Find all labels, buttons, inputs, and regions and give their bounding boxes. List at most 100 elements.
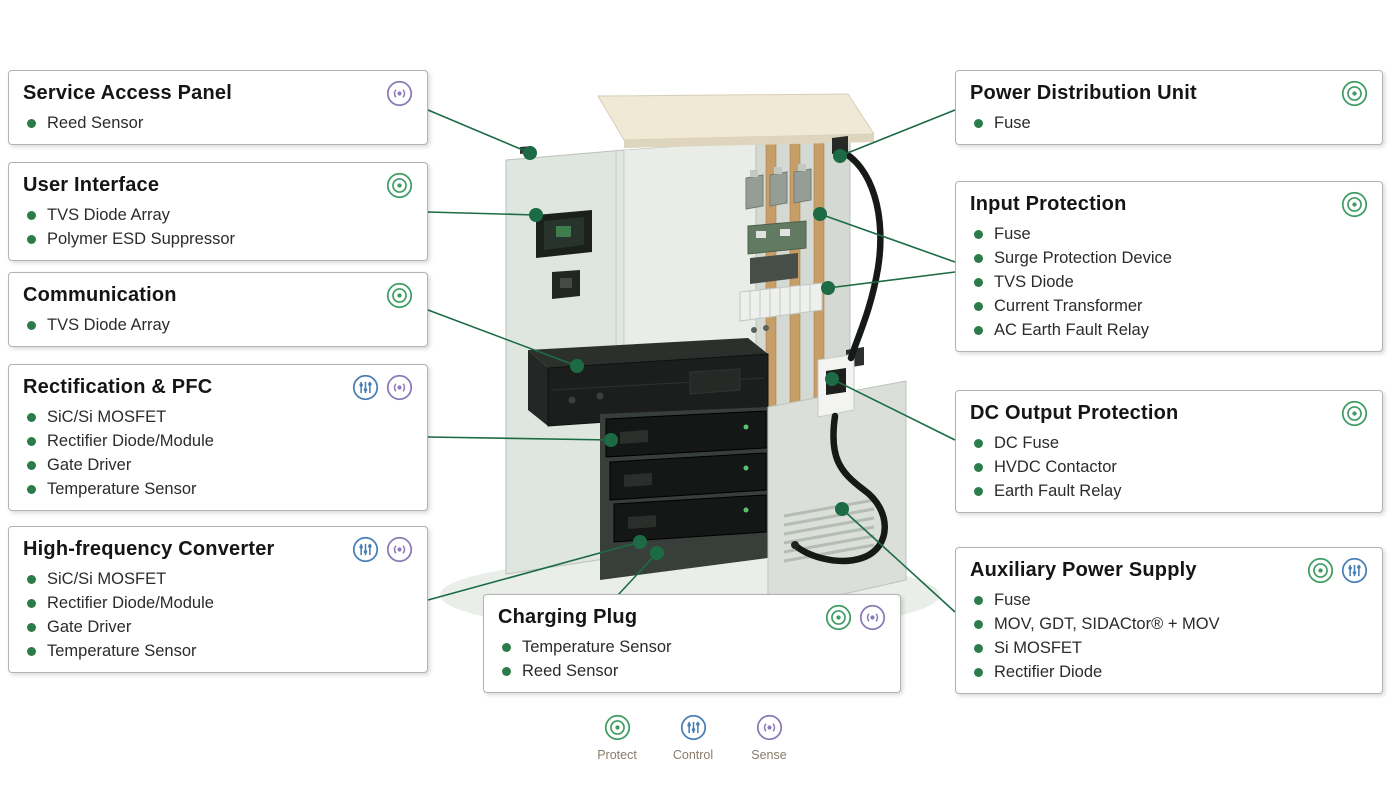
bullet-icon xyxy=(974,596,983,605)
bullet-icon xyxy=(974,668,983,677)
card-title: Service Access Panel xyxy=(23,82,232,104)
component-label: Rectifier Diode xyxy=(994,663,1103,681)
bullet-icon xyxy=(27,599,36,608)
connector-lines xyxy=(427,109,956,613)
card-title: User Interface xyxy=(23,174,160,196)
bullet-icon xyxy=(974,119,983,128)
bullet-icon xyxy=(502,643,511,652)
card-title: Rectification & PFC xyxy=(23,376,213,398)
card-power-distribution-unit: Power Distribution Unit Fuse xyxy=(955,70,1383,145)
card-title: Auxiliary Power Supply xyxy=(970,559,1197,581)
card-header: Charging Plug xyxy=(498,604,886,631)
component-label: Polymer ESD Suppressor xyxy=(47,230,235,248)
card-title: Power Distribution Unit xyxy=(970,82,1197,104)
sense-icon xyxy=(859,604,886,631)
card-header: User Interface xyxy=(23,172,413,199)
connector-dots xyxy=(523,146,849,560)
bullet-icon xyxy=(27,437,36,446)
card-charging-plug: Charging Plug Temperature Sensor Reed Se… xyxy=(483,594,901,693)
door-connector xyxy=(552,270,580,299)
sense-icon xyxy=(756,714,783,741)
card-badges xyxy=(386,80,413,107)
list-item: DC Fuse xyxy=(974,434,1368,453)
bullet-icon xyxy=(27,235,36,244)
list-item: Reed Sensor xyxy=(27,114,413,133)
protect-icon xyxy=(386,282,413,309)
list-item: Rectifier Diode/Module xyxy=(27,594,413,613)
component-label: Temperature Sensor xyxy=(47,480,197,498)
list-item: HVDC Contactor xyxy=(974,458,1368,477)
bullet-icon xyxy=(974,439,983,448)
legend-item-sense: Sense xyxy=(737,714,801,762)
card-header: Communication xyxy=(23,282,413,309)
protect-icon xyxy=(1307,557,1334,584)
card-service-access-panel: Service Access Panel Reed Sensor xyxy=(8,70,428,145)
list-item: Gate Driver xyxy=(27,456,413,475)
card-title: High-frequency Converter xyxy=(23,538,275,560)
list-item: Rectifier Diode/Module xyxy=(27,432,413,451)
list-item: Si MOSFET xyxy=(974,639,1368,658)
card-header: DC Output Protection xyxy=(970,400,1368,427)
component-label: Temperature Sensor xyxy=(522,638,672,656)
protect-icon xyxy=(386,172,413,199)
card-badges xyxy=(386,172,413,199)
bullet-icon xyxy=(974,278,983,287)
bullet-icon xyxy=(974,463,983,472)
legend-label: Protect xyxy=(597,748,637,762)
card-badges xyxy=(386,282,413,309)
protect-icon xyxy=(1341,191,1368,218)
card-badges xyxy=(1341,80,1368,107)
list-item: Current Transformer xyxy=(974,297,1368,316)
list-item: Surge Protection Device xyxy=(974,249,1368,268)
component-label: SiC/Si MOSFET xyxy=(47,408,167,426)
component-label: HVDC Contactor xyxy=(994,458,1117,476)
component-label: Fuse xyxy=(994,225,1031,243)
card-badges xyxy=(352,536,413,563)
card-header: High-frequency Converter xyxy=(23,536,413,563)
component-label: Reed Sensor xyxy=(522,662,619,680)
list-item: TVS Diode xyxy=(974,273,1368,292)
list-item: TVS Diode Array xyxy=(27,206,413,225)
component-label: Si MOSFET xyxy=(994,639,1083,657)
component-label: Temperature Sensor xyxy=(47,642,197,660)
control-icon xyxy=(680,714,707,741)
component-label: DC Fuse xyxy=(994,434,1060,452)
control-icon xyxy=(1341,557,1368,584)
card-high-frequency-converter: High-frequency Converter SiC/Si MOSFET R… xyxy=(8,526,428,673)
legend-label: Sense xyxy=(751,748,787,762)
component-label: TVS Diode Array xyxy=(47,206,170,224)
component-label: Earth Fault Relay xyxy=(994,482,1122,500)
bullet-icon xyxy=(974,644,983,653)
list-item: Temperature Sensor xyxy=(502,638,886,657)
list-item: SiC/Si MOSFET xyxy=(27,408,413,427)
component-label: Gate Driver xyxy=(47,618,132,636)
card-dc-output-protection: DC Output Protection DC Fuse HVDC Contac… xyxy=(955,390,1383,513)
card-header: Input Protection xyxy=(970,191,1368,218)
component-label: Current Transformer xyxy=(994,297,1143,315)
bullet-icon xyxy=(974,254,983,263)
component-label: Fuse xyxy=(994,591,1031,609)
bullet-icon xyxy=(27,413,36,422)
card-input-protection: Input Protection Fuse Surge Protection D… xyxy=(955,181,1383,352)
legend-item-protect: Protect xyxy=(585,714,649,762)
component-label: Surge Protection Device xyxy=(994,249,1172,267)
list-item: AC Earth Fault Relay xyxy=(974,321,1368,340)
top-slab xyxy=(597,93,875,148)
card-title: Input Protection xyxy=(970,193,1127,215)
component-label: Rectifier Diode/Module xyxy=(47,432,214,450)
bullet-icon xyxy=(974,620,983,629)
power-modules xyxy=(600,407,768,580)
bullet-icon xyxy=(502,667,511,676)
list-item: Gate Driver xyxy=(27,618,413,637)
component-label: MOV, GDT, SIDACtor® + MOV xyxy=(994,615,1220,633)
component-label: TVS Diode Array xyxy=(47,316,170,334)
card-rectification-pfc: Rectification & PFC SiC/Si MOSFET Rectif… xyxy=(8,364,428,511)
bullet-icon xyxy=(27,461,36,470)
wall-components xyxy=(739,164,823,333)
card-title: Charging Plug xyxy=(498,606,638,628)
list-item: Fuse xyxy=(974,591,1368,610)
bullet-icon xyxy=(27,321,36,330)
card-header: Rectification & PFC xyxy=(23,374,413,401)
card-user-interface: User Interface TVS Diode Array Polymer E… xyxy=(8,162,428,261)
